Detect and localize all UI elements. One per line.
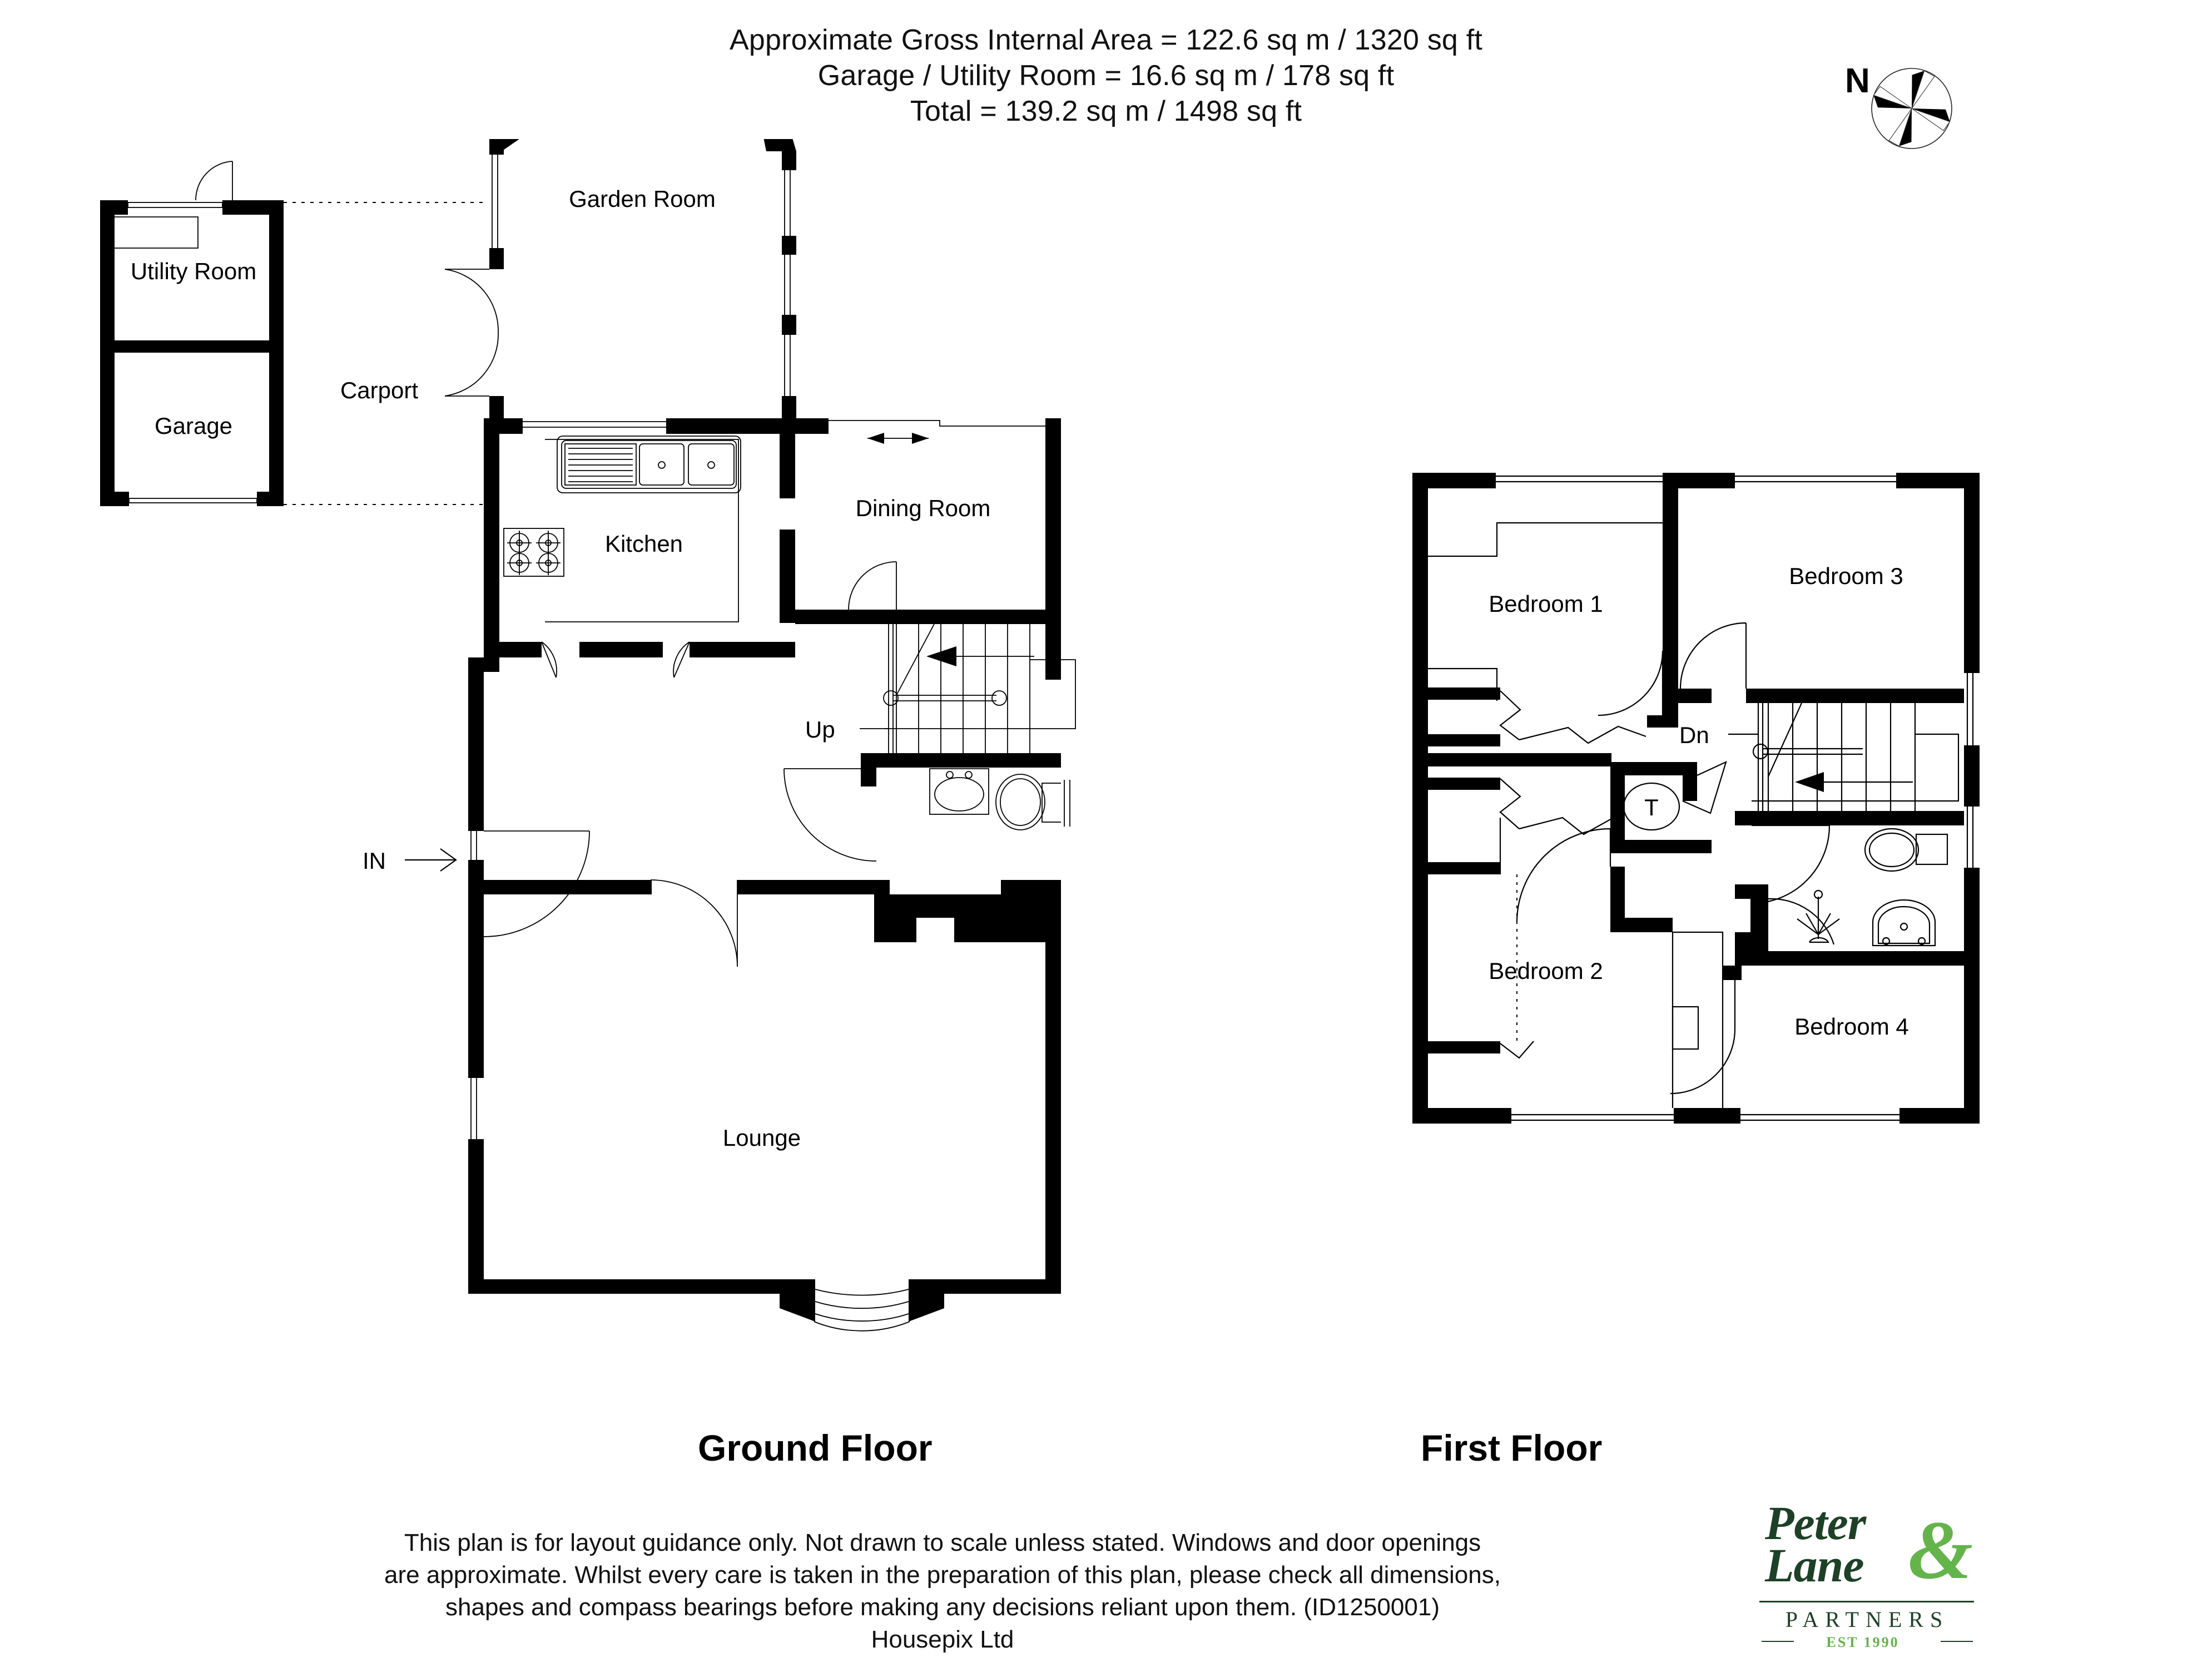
logo-word-peter: Peter [1765,1496,1866,1550]
first-floor-shell [1412,473,1980,1124]
logo-divider [1759,1601,1974,1602]
carport-outline [284,202,484,505]
area-summary: Approximate Gross Internal Area = 122.6 … [0,22,2212,129]
disclaimer: This plan is for layout guidance only. N… [289,1527,1596,1656]
garden-room: Garden Room [444,139,796,419]
gross-internal-area-line: Approximate Gross Internal Area = 122.6 … [729,24,1482,56]
staircase-ground [860,624,1076,753]
logo-est-rule-left [1762,1641,1794,1642]
compass-north-label: N [1845,62,1870,100]
entrance-arrow-icon [405,848,457,872]
kitchen-counter [545,439,739,622]
main-house-ground: Kitchen Dining Room [363,418,1076,1332]
disclaimer-line-1: This plan is for layout guidance only. N… [404,1529,1481,1556]
compass-rose: N [1813,44,1980,172]
room-label-carport: Carport [340,377,418,403]
first-floor-caption: First Floor [1421,1427,1603,1468]
ground-floor-caption: Ground Floor [698,1427,933,1468]
room-label-utility-room: Utility Room [131,258,256,284]
ground-floor-plan: .w{fill:#000;} .thin{fill:none;stroke:#0… [100,139,1390,1435]
room-label-lounge: Lounge [723,1125,801,1151]
disclaimer-line-2: are approximate. Whilst every care is ta… [384,1561,1501,1589]
stair-direction-label-up: Up [805,716,835,743]
garage-outbuilding [100,161,284,506]
airing-cupboard: T [1610,760,1727,853]
room-label-bedroom-4: Bedroom 4 [1794,1013,1908,1040]
logo-est-rule-right [1941,1641,1973,1642]
room-label-garage: Garage [155,413,232,439]
room-label-kitchen: Kitchen [605,531,683,557]
bedroom-4: Bedroom 4 [1670,966,1909,1095]
producer-name: Housepix Ltd [871,1626,1014,1653]
bedroom-2: Bedroom 2 [1428,753,1724,1108]
bedroom-3: Bedroom 3 [1678,563,1964,703]
room-label-dining-room: Dining Room [856,495,991,521]
agency-logo: Peter Lane & PARTNERS EST 1990 [1746,1496,1980,1650]
stair-direction-label-dn: Dn [1679,722,1709,748]
room-label-bedroom-1: Bedroom 1 [1489,591,1603,617]
logo-ampersand: & [1908,1504,1973,1596]
bathroom-basin-icon [1872,899,1936,947]
shower-head-icon [1768,889,1840,945]
tank-cupboard-label: T [1644,794,1659,820]
sliding-door-arrow-icon [867,433,929,444]
entrance-label-in: IN [363,848,386,874]
disclaimer-line-3: shapes and compass bearings before makin… [445,1594,1440,1621]
first-floor-plan: .w2{fill:#000;} .t2{fill:none;stroke:#00… [1379,439,2124,1441]
bedroom-1: Bedroom 1 [1428,488,1678,746]
logo-partners: PARTNERS [1785,1607,1950,1632]
kitchen-sink-icon [557,436,741,493]
room-label-bedroom-3: Bedroom 3 [1789,563,1903,589]
wc-toilet-icon [995,774,1075,830]
room-label-garden-room: Garden Room [569,186,716,212]
compass-star-icon [1871,68,1952,149]
logo-established: EST 1990 [1826,1634,1899,1650]
staircase-first [1728,703,1964,825]
wc-basin-icon [929,768,989,815]
garage-utility-area-line: Garage / Utility Room = 16.6 sq m / 178 … [817,60,1395,92]
total-area-line: Total = 139.2 sq m / 1498 sq ft [910,95,1302,127]
bathroom [1735,824,1964,966]
room-label-bedroom-2: Bedroom 2 [1489,958,1603,984]
logo-word-lane: Lane [1765,1539,1864,1592]
kitchen-hob-icon [503,528,564,577]
